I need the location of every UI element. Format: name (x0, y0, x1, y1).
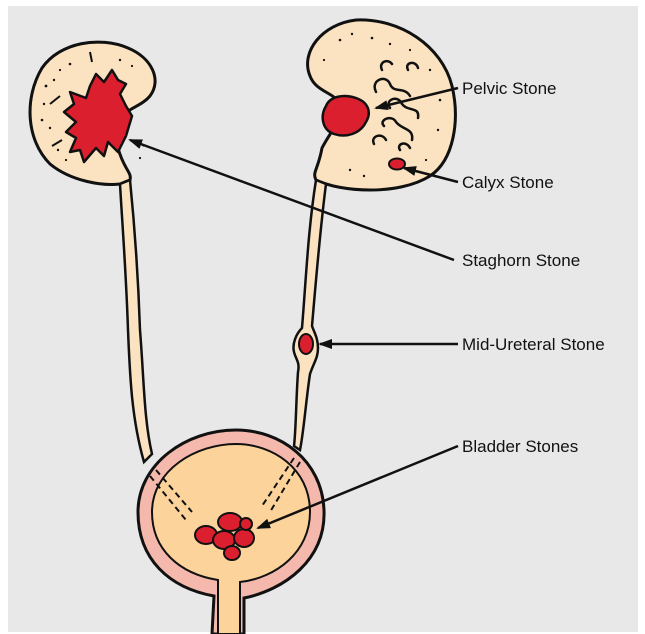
calyx-stone (389, 159, 405, 170)
pelvic-stone (323, 96, 369, 135)
staghorn-stone-label: Staghorn Stone (462, 251, 580, 270)
bladder-stones-label: Bladder Stones (462, 437, 578, 456)
mid-ureteral-stone-label: Mid-Ureteral Stone (462, 335, 605, 354)
mid-ureteral-stone (299, 334, 313, 354)
calyx-stone-label: Calyx Stone (462, 173, 554, 192)
pelvic-stone-label: Pelvic Stone (462, 79, 557, 98)
